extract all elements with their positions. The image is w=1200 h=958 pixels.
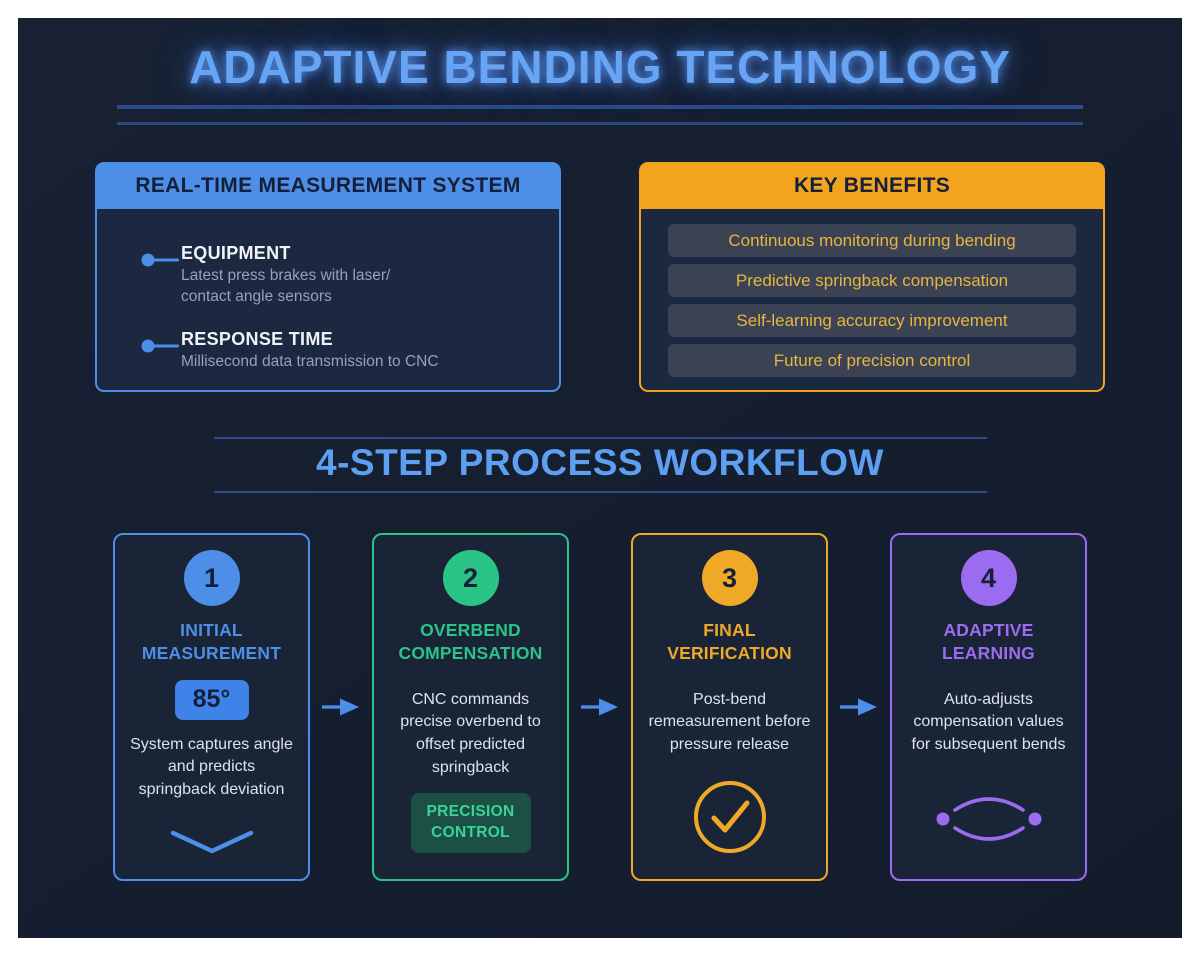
measurement-item-equipment: EQUIPMENT Latest press brakes with laser… [141, 243, 535, 308]
step-title: ADAPTIVE LEARNING [942, 620, 1035, 663]
measurement-item-description: Latest press brakes with laser/ contact … [181, 267, 391, 305]
check-circle-icon [691, 778, 769, 861]
step-card-adaptive-learning: 4 ADAPTIVE LEARNING Auto-adjusts compens… [890, 533, 1087, 881]
top-panels-row: REAL-TIME MEASUREMENT SYSTEM EQUIPMENT L… [95, 162, 1105, 392]
step-number-badge: 1 [183, 550, 240, 606]
angle-display-badge: 85° [174, 679, 249, 720]
infographic-canvas: ADAPTIVE BENDING TECHNOLOGY REAL-TIME ME… [18, 18, 1182, 938]
measurement-item-label: RESPONSE TIME [181, 328, 333, 349]
measurement-item-text: RESPONSE TIME Millisecond data transmiss… [181, 329, 439, 373]
step-description: CNC commands precise overbend to offset … [400, 690, 541, 776]
title-divider-primary [117, 105, 1083, 109]
benefits-panel-title: KEY BENEFITS [793, 173, 951, 197]
benefit-item: Continuous monitoring during bending [668, 224, 1076, 257]
measurement-panel-header: REAL-TIME MEASUREMENT SYSTEM [95, 162, 561, 209]
step-title: FINAL VERIFICATION [667, 620, 792, 663]
benefits-panel-body: Continuous monitoring during bending Pre… [639, 209, 1105, 392]
learning-loop-icon [933, 788, 1045, 855]
step-number-badge: 3 [701, 550, 758, 606]
measurement-panel: REAL-TIME MEASUREMENT SYSTEM EQUIPMENT L… [95, 162, 561, 392]
step-description: System captures angle and predicts sprin… [130, 735, 293, 798]
workflow-section-title: 4-STEP PROCESS WORKFLOW [213, 437, 987, 493]
title-divider-secondary [117, 122, 1083, 125]
measurement-item-description: Millisecond data transmission to CNC [181, 352, 439, 370]
bullet-connector-icon [141, 338, 181, 373]
step-arrow-icon [839, 696, 879, 718]
step-arrow-icon [321, 696, 361, 718]
page-title: ADAPTIVE BENDING TECHNOLOGY [189, 41, 1011, 93]
step-number-badge: 4 [960, 550, 1017, 606]
benefit-item: Future of precision control [668, 344, 1076, 377]
bullet-connector-icon [141, 252, 181, 308]
step-description: Post-bend remeasurement before pressure … [648, 690, 811, 753]
step-description: Auto-adjusts compensation values for sub… [911, 690, 1066, 753]
bend-chevron-icon [169, 828, 255, 861]
benefit-item: Self-learning accuracy improvement [668, 304, 1076, 337]
step-card-final-verification: 3 FINAL VERIFICATION Post-bend remeasure… [631, 533, 828, 881]
measurement-item-label: EQUIPMENT [181, 243, 291, 263]
workflow-steps-row: 1 INITIAL MEASUREMENT 85° System capture… [113, 533, 1087, 881]
benefit-item: Predictive springback compensation [668, 264, 1076, 297]
step-card-overbend-compensation: 2 OVERBEND COMPENSATION CNC commands pre… [372, 533, 569, 881]
step-arrow-icon [580, 696, 620, 718]
benefits-panel-header: KEY BENEFITS [639, 162, 1105, 209]
step-card-initial-measurement: 1 INITIAL MEASUREMENT 85° System capture… [113, 533, 310, 881]
precision-control-badge: PRECISION CONTROL [410, 793, 531, 853]
benefits-panel: KEY BENEFITS Continuous monitoring durin… [639, 162, 1105, 392]
measurement-panel-title: REAL-TIME MEASUREMENT SYSTEM [135, 173, 521, 197]
measurement-panel-body: EQUIPMENT Latest press brakes with laser… [95, 209, 561, 392]
step-title: OVERBEND COMPENSATION [398, 620, 543, 663]
measurement-item-text: EQUIPMENT Latest press brakes with laser… [181, 243, 390, 308]
step-title: INITIAL MEASUREMENT [141, 620, 282, 663]
measurement-item-response-time: RESPONSE TIME Millisecond data transmiss… [141, 329, 535, 373]
step-number-badge: 2 [442, 550, 499, 606]
